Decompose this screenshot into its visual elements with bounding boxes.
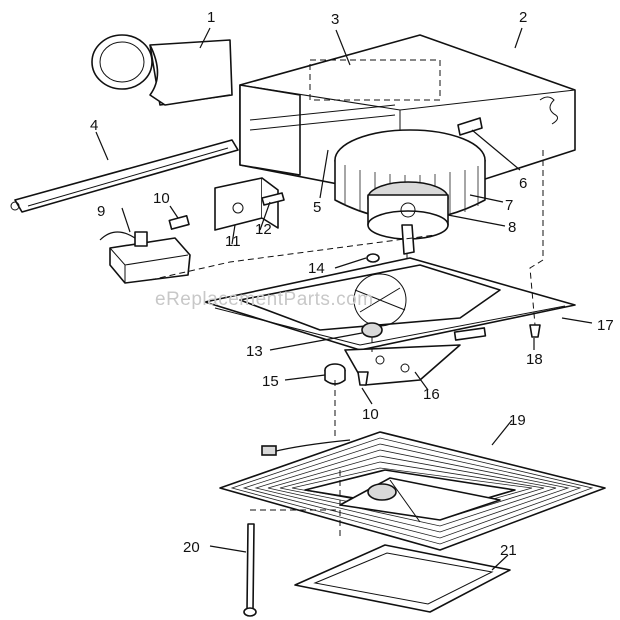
part-2-housing: [239, 34, 576, 201]
callout-18: 18: [526, 351, 543, 368]
callout-5: 5: [313, 199, 321, 216]
callout-1: 1: [207, 9, 215, 26]
callout-12: 12: [255, 221, 272, 238]
part-8-motor-plug: [401, 224, 415, 262]
callout-3: 3: [331, 11, 339, 28]
callout-10-upper: 10: [153, 190, 170, 207]
callout-11: 11: [225, 233, 241, 250]
part-15-knob: [324, 363, 346, 385]
callout-6: 6: [519, 175, 527, 192]
callout-15: 15: [262, 373, 279, 390]
callout-14: 14: [308, 260, 325, 277]
callout-labels: 1 2 3 4 5 6 7 8 9 10 11 12 14 13 15 10 1…: [90, 9, 614, 559]
leader-lines: [95, 27, 593, 571]
callout-7: 7: [505, 197, 513, 214]
callout-2: 2: [519, 9, 527, 26]
part-20-mounting-spring: [243, 523, 257, 617]
callout-8: 8: [508, 219, 516, 236]
part-4-mounting-bar: [10, 139, 239, 213]
callout-21: 21: [500, 542, 517, 559]
callout-13: 13: [246, 343, 263, 360]
callout-16: 16: [423, 386, 440, 403]
part-18-screw: [529, 324, 541, 338]
part-12-screw: [261, 192, 285, 206]
alignment-lines: [149, 150, 544, 540]
callout-10-lower: 10: [362, 406, 379, 423]
callout-4: 4: [90, 117, 98, 134]
callout-17: 17: [597, 317, 614, 334]
part-17-mounting-plate: [204, 257, 576, 351]
callout-20: 20: [183, 539, 200, 556]
part-9-receptacle: [99, 231, 191, 284]
part-14-washer: [366, 253, 380, 263]
callout-19: 19: [509, 412, 526, 429]
callout-9: 9: [97, 203, 105, 220]
watermark-text: eReplacementParts.com: [155, 289, 374, 310]
part-19-grille: [219, 431, 606, 551]
part-10-screw-upper: [168, 215, 190, 230]
part-1-duct-connector: [91, 34, 233, 106]
part-10-screw-lower: [357, 371, 369, 386]
part-13-lamp-holder: [361, 322, 383, 338]
part-21-lens: [294, 544, 511, 613]
